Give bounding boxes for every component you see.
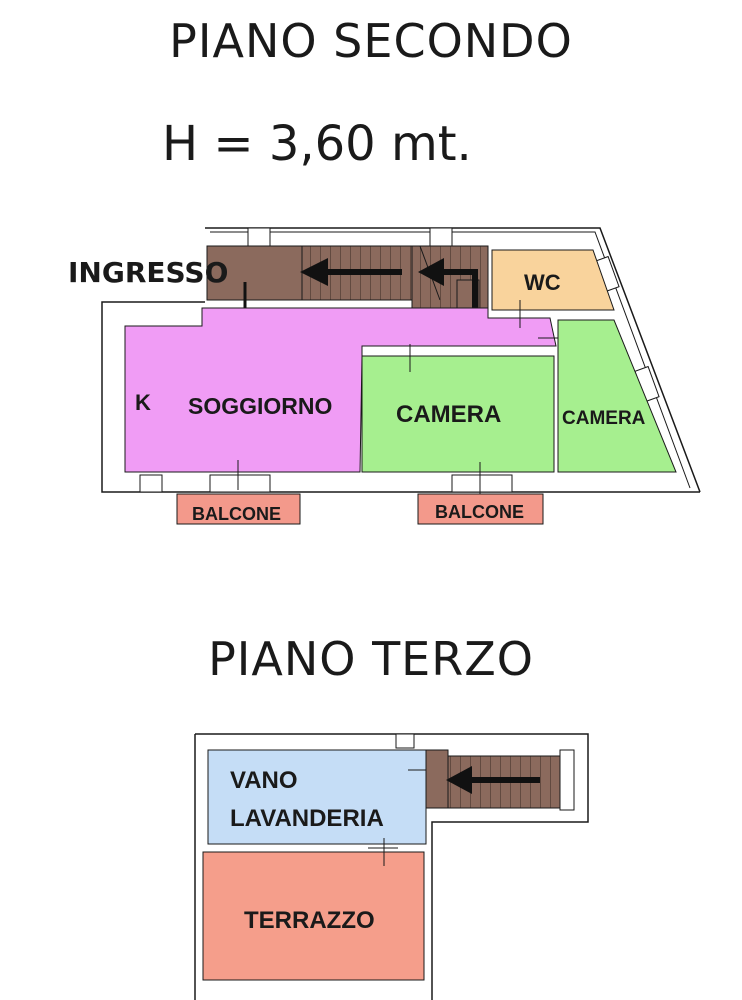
label-vano: VANO xyxy=(230,767,298,794)
label-k: K xyxy=(135,390,151,415)
floor2-plan: INGRESSO WC K SOGGIORNO CAMERA CAMERA BA… xyxy=(68,227,701,525)
floor2-title: PIANO SECONDO xyxy=(169,14,573,68)
room-terrazzo xyxy=(202,851,425,981)
label-balcone-2: BALCONE xyxy=(435,502,524,522)
label-camera-1: CAMERA xyxy=(396,401,501,428)
floor2-outer-wall xyxy=(205,227,701,493)
label-camera-2: CAMERA xyxy=(562,408,646,429)
window-mark xyxy=(429,227,453,247)
stair-landing-floor3 xyxy=(425,749,449,809)
label-lavanderia: LAVANDERIA xyxy=(230,805,384,832)
floor2-height-label: H = 3,60 mt. xyxy=(162,116,472,172)
stair-arrow-up-left xyxy=(418,258,478,318)
label-wc: WC xyxy=(524,270,561,295)
room-vano-lavanderia xyxy=(207,749,427,845)
window-mark xyxy=(139,474,163,493)
window-mark xyxy=(209,474,271,493)
floor3-title: PIANO TERZO xyxy=(208,632,534,686)
window-mark xyxy=(451,474,513,493)
floor3-plan: VANO LAVANDERIA TERRAZZO xyxy=(194,733,589,1000)
balcony-2 xyxy=(417,493,544,525)
stair-arrow-left xyxy=(300,258,402,286)
window-mark xyxy=(559,749,575,811)
room-soggiorno xyxy=(124,307,557,473)
floor2-outer-wall-left xyxy=(101,301,700,493)
room-wc xyxy=(491,249,615,311)
label-soggiorno: SOGGIORNO xyxy=(188,393,332,419)
room-camera-1 xyxy=(361,355,555,473)
room-camera-2 xyxy=(557,319,677,473)
balcony-1 xyxy=(176,493,301,525)
label-terrazzo: TERRAZZO xyxy=(244,907,375,934)
label-ingresso: INGRESSO xyxy=(68,256,228,289)
stair-arrow-floor3 xyxy=(446,766,540,794)
label-balcone-1: BALCONE xyxy=(192,504,281,524)
window-mark xyxy=(247,227,271,247)
window-mark xyxy=(395,733,415,749)
floor3-outer-wall xyxy=(195,733,589,1000)
floor2-inner-wall xyxy=(210,231,691,489)
